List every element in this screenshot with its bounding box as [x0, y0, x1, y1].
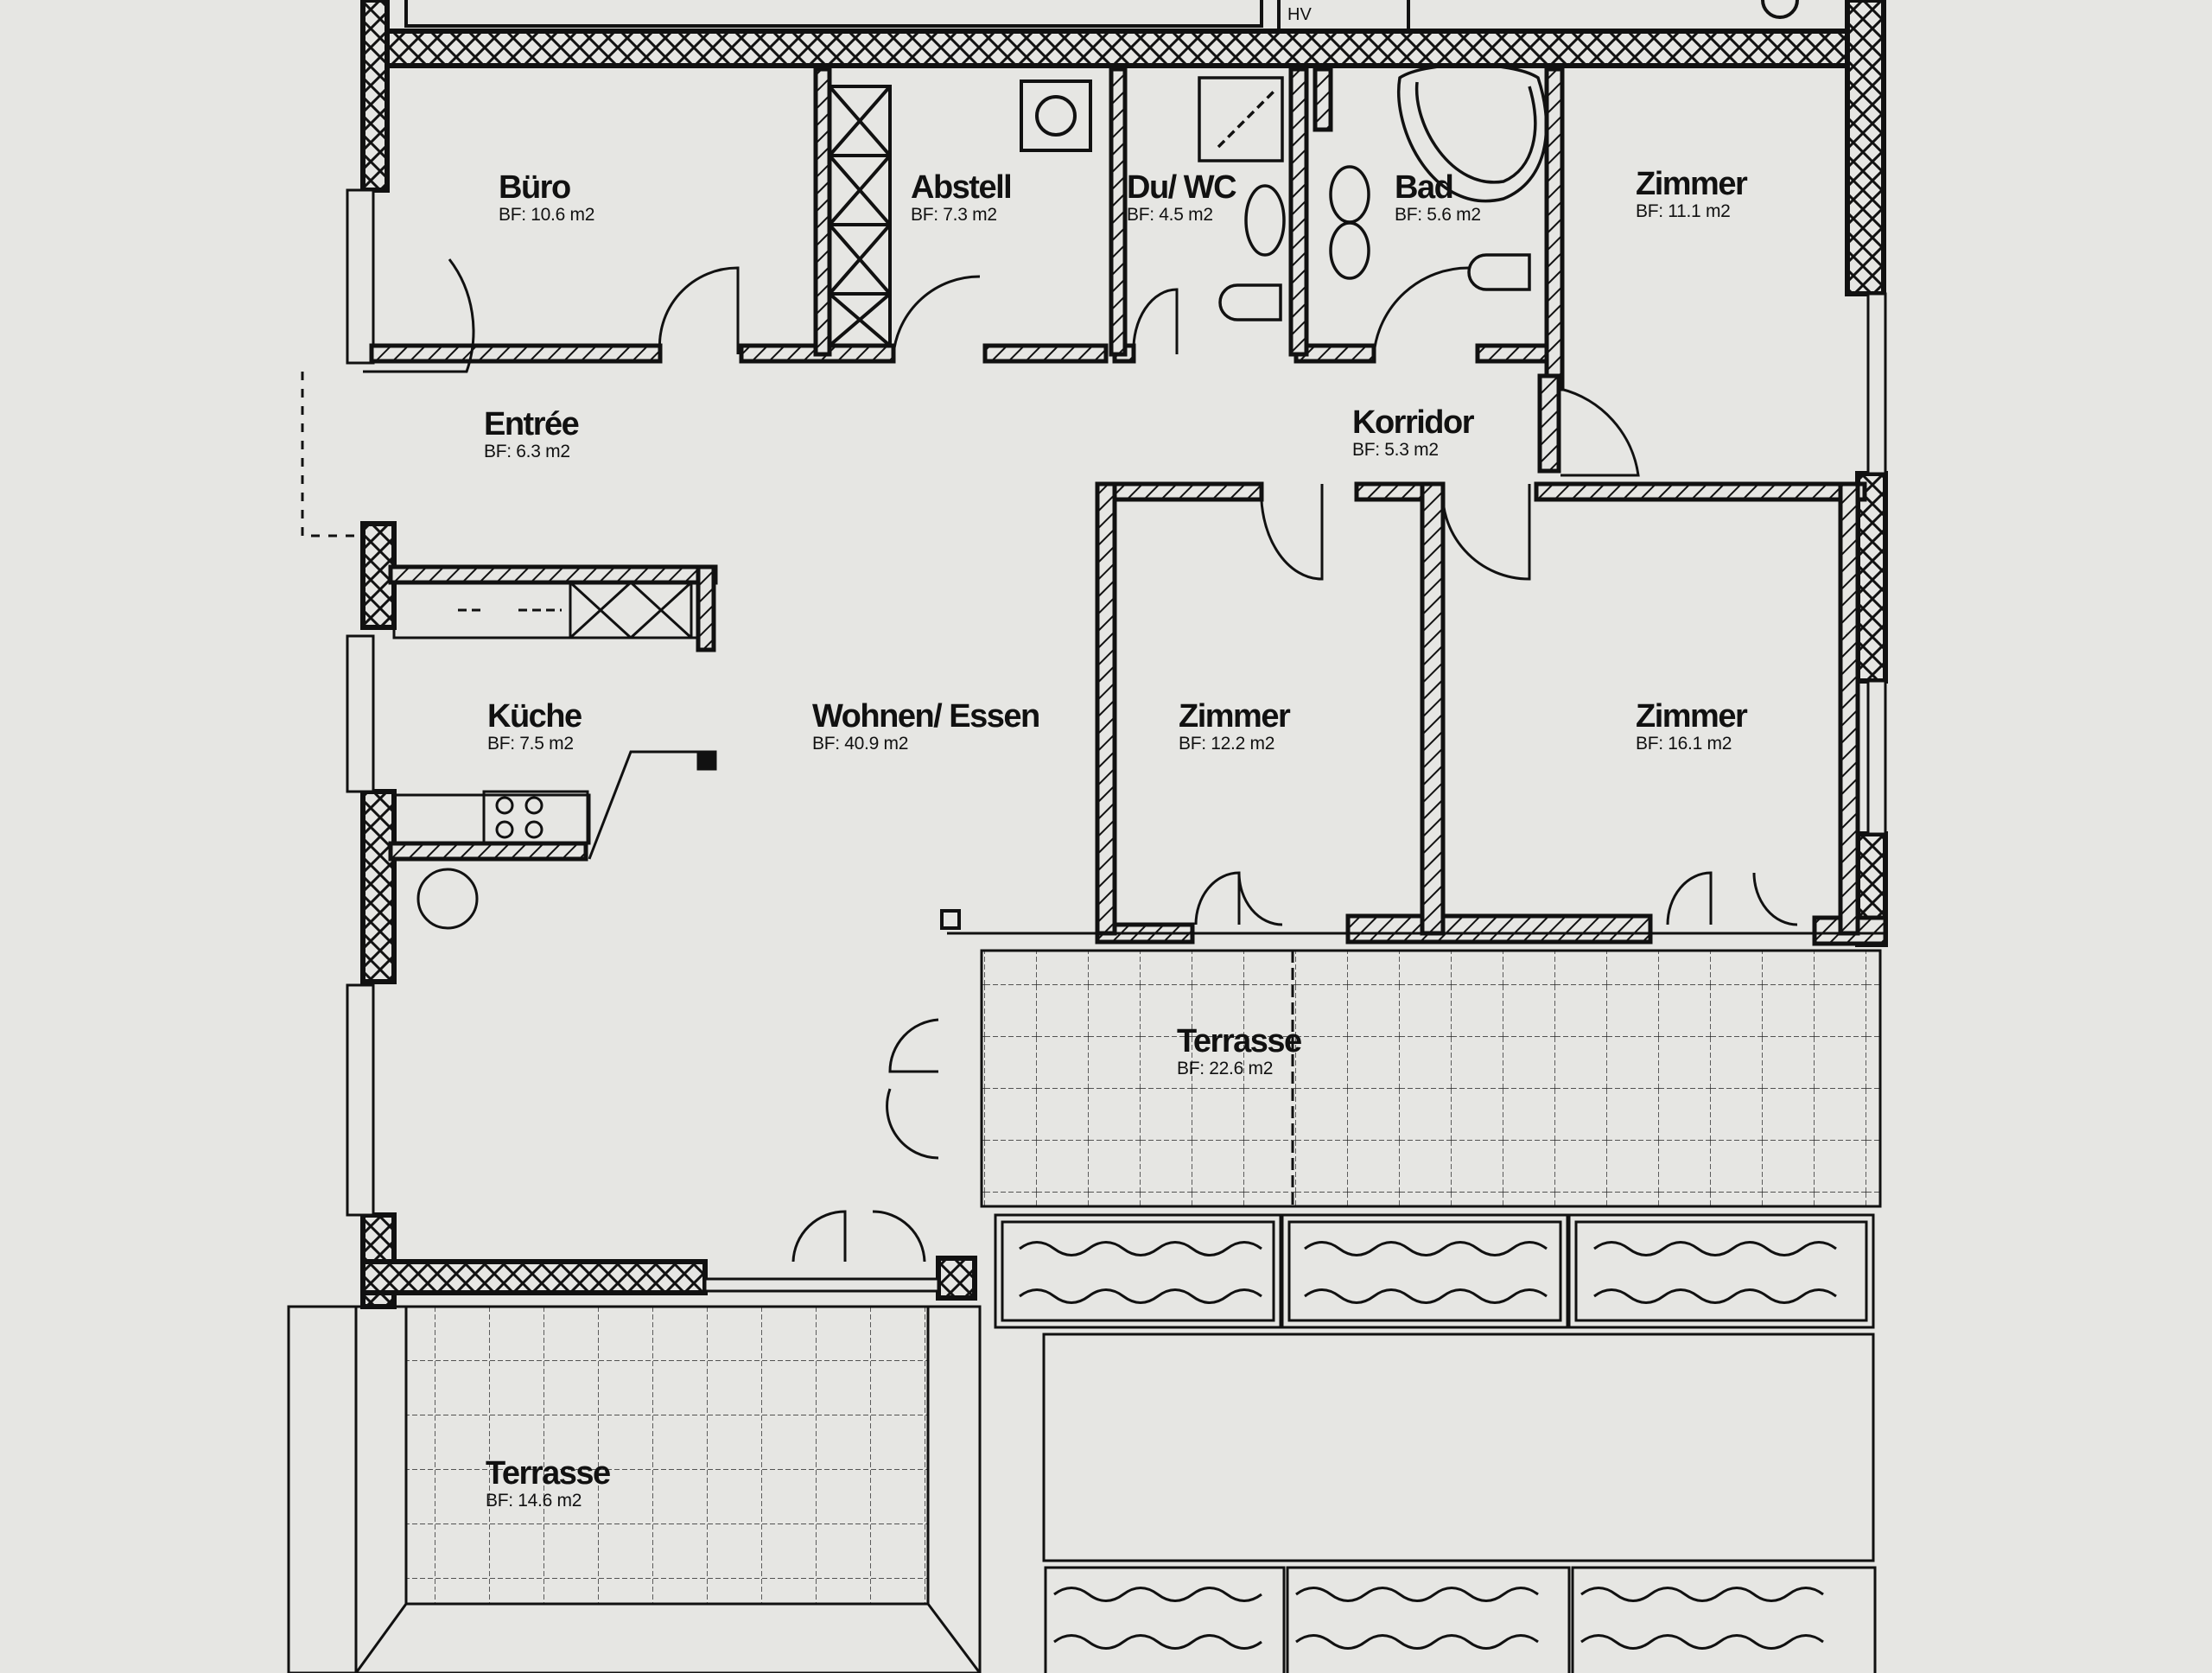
room-name: Wohnen/ Essen — [812, 698, 1040, 735]
room-bad: Bad BF: 5.6 m2 — [1395, 171, 1481, 224]
room-name: Zimmer — [1179, 698, 1291, 735]
kitchen-counter — [392, 581, 717, 930]
room-area: BF: 5.6 m2 — [1395, 205, 1481, 225]
room-du-wc: Du/ WC BF: 4.5 m2 — [1127, 169, 1237, 225]
room-area: BF: 10.6 m2 — [499, 205, 595, 225]
room-korridor: Korridor BF: 5.3 m2 — [1352, 404, 1475, 460]
room-area: BF: 40.9 m2 — [812, 734, 909, 754]
terrace-south — [287, 1305, 982, 1673]
room-wohnen-essen: Wohnen/ Essen BF: 40.9 m2 — [812, 698, 1040, 754]
hv-marker: HV — [1287, 5, 1312, 24]
room-area: BF: 7.5 m2 — [487, 734, 574, 754]
room-zimmer-ne: Zimmer BF: 11.1 m2 — [1636, 166, 1748, 221]
room-name: Du/ WC — [1127, 169, 1237, 206]
room-zimmer-se: Zimmer BF: 16.1 m2 — [1636, 698, 1748, 754]
room-name: Büro — [499, 169, 571, 206]
bath-fixtures — [1329, 63, 1548, 291]
room-area: BF: 4.5 m2 — [1127, 205, 1213, 225]
terrace-east — [980, 949, 1882, 1208]
doors — [301, 258, 1798, 1263]
room-abstell: Abstell BF: 7.3 m2 — [911, 169, 1013, 225]
room-name: Bad — [1395, 169, 1454, 206]
room-name: Abstell — [911, 169, 1013, 206]
room-name: Entrée — [484, 406, 580, 442]
room-buero: Büro BF: 10.6 m2 — [499, 171, 594, 224]
interior-walls — [369, 67, 1867, 936]
room-terrasse-south: Terrasse BF: 14.6 m2 — [486, 1455, 611, 1511]
room-area: BF: 6.3 m2 — [484, 442, 570, 461]
room-kueche: Küche BF: 7.5 m2 — [487, 700, 582, 753]
room-terrasse-east: Terrasse BF: 22.6 m2 — [1177, 1023, 1302, 1078]
room-name: Küche — [487, 698, 582, 735]
room-name: Korridor — [1352, 404, 1475, 441]
washer-icon — [1020, 80, 1092, 152]
room-name: Terrasse — [1177, 1023, 1302, 1059]
room-area: BF: 11.1 m2 — [1636, 201, 1731, 221]
room-area: BF: 5.3 m2 — [1352, 440, 1439, 460]
shower-wc-fixtures — [1198, 76, 1286, 321]
room-entree: Entrée BF: 6.3 m2 — [484, 406, 580, 461]
room-name: Zimmer — [1636, 698, 1748, 735]
room-zimmer-mid: Zimmer BF: 12.2 m2 — [1179, 698, 1291, 754]
planters — [994, 1213, 1877, 1673]
room-area: BF: 22.6 m2 — [1177, 1059, 1274, 1078]
room-area: BF: 14.6 m2 — [486, 1491, 582, 1511]
room-name: Terrasse — [486, 1455, 611, 1492]
room-name: Zimmer — [1636, 166, 1748, 202]
room-area: BF: 12.2 m2 — [1179, 734, 1275, 754]
room-area: BF: 7.3 m2 — [911, 205, 997, 225]
room-area: BF: 16.1 m2 — [1636, 734, 1732, 754]
exterior-walls — [346, 0, 1888, 1309]
storage-shelf — [828, 85, 892, 347]
